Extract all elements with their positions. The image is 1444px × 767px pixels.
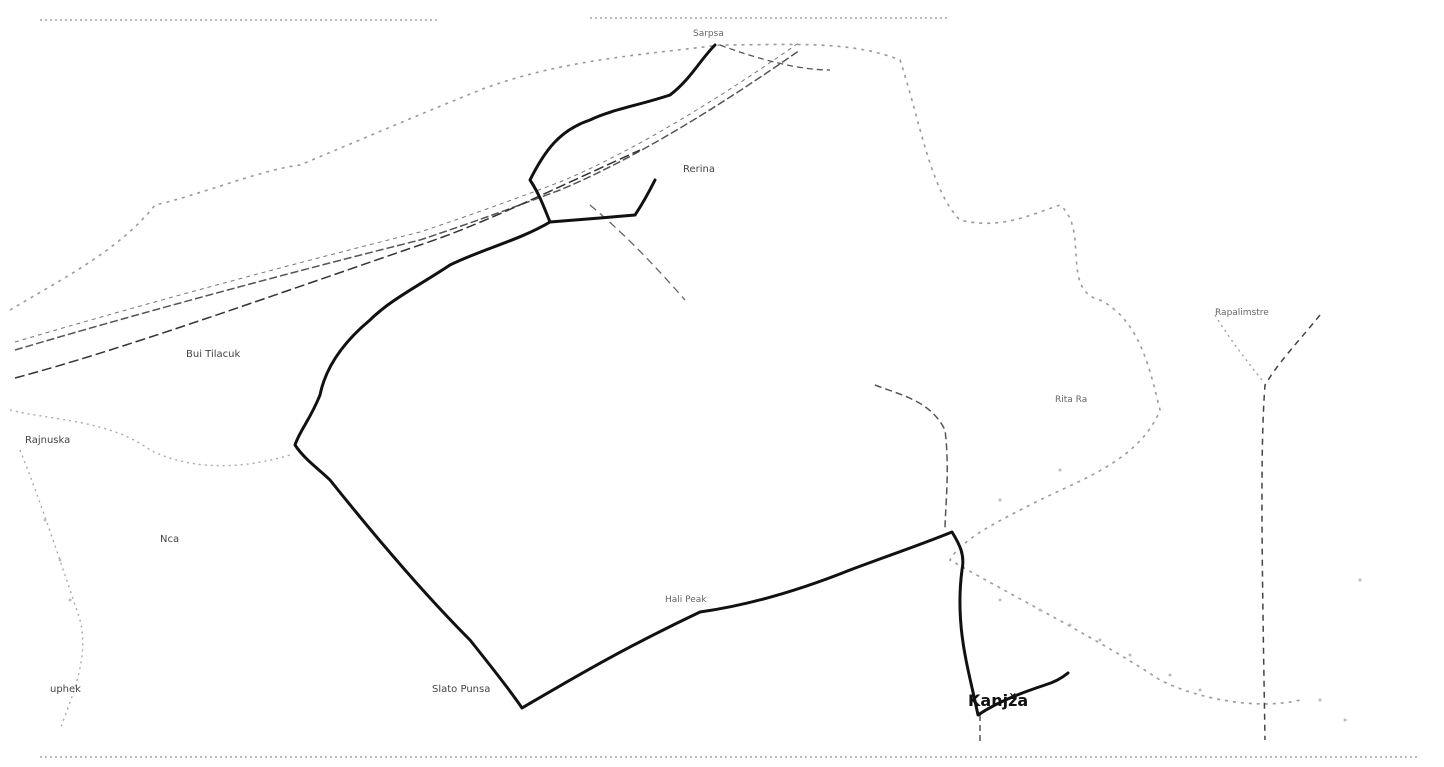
north-dashed-road xyxy=(719,44,831,71)
main-route-branch-rerina[interactable] xyxy=(548,178,657,224)
label-town-top: Sarpsa xyxy=(693,29,724,39)
secondary-road-diagonal xyxy=(589,204,686,301)
label-main-town: Kanjža xyxy=(968,691,1028,710)
regional-border-west xyxy=(9,409,291,731)
main-route[interactable] xyxy=(293,43,1070,717)
rail-line-west xyxy=(14,41,801,379)
terrain-texture xyxy=(43,468,1362,722)
northeast-dashed-line xyxy=(1261,314,1321,741)
label-mountain-north: Rerina xyxy=(683,164,715,175)
secondary-road-east xyxy=(874,384,948,531)
label-valley: Hali Peak xyxy=(665,595,707,605)
label-west-edge-town: Rajnuska xyxy=(25,435,70,446)
top-faint-text-line xyxy=(40,17,1420,758)
label-south-town: Slato Punsa xyxy=(432,684,490,695)
label-southwest-town: uphek xyxy=(50,684,81,695)
northeast-dotted-branch xyxy=(1214,314,1263,381)
label-area-west: Nca xyxy=(160,534,179,545)
label-northeast-town: Rapalimstre xyxy=(1215,308,1269,318)
label-east-area: Rita Ra xyxy=(1055,395,1087,405)
regional-border-north xyxy=(9,43,1301,705)
label-west-town: Bui Tilacuk xyxy=(186,349,240,360)
